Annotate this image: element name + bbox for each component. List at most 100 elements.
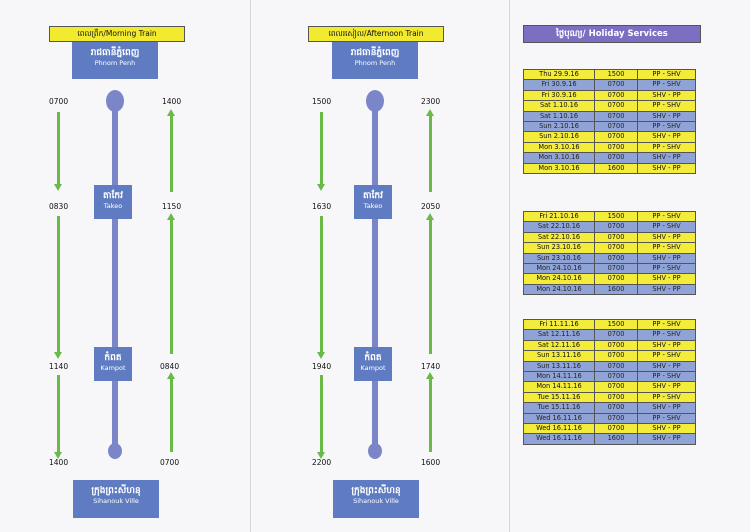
arrow-down	[317, 216, 325, 359]
time-cell: 0700	[594, 242, 638, 254]
arrow-up	[167, 213, 175, 354]
route-cell: SHV - PP	[637, 89, 696, 102]
date-cell: Fri 30.9.16	[523, 89, 595, 102]
time-cell: 0700	[594, 89, 638, 102]
time-cell: 0700	[594, 329, 638, 341]
date-cell: Sun 2.10.16	[523, 131, 595, 143]
time-cell: 1600	[594, 433, 638, 445]
station-name-km: កំពត	[364, 353, 382, 363]
date-cell: Fri 30.9.16	[523, 79, 595, 91]
time-down-phnom-penh: 1500	[312, 97, 332, 106]
date-cell: Sun 23.10.16	[523, 242, 595, 254]
arrow-down	[317, 375, 325, 459]
fold-line	[509, 0, 510, 532]
date-cell: Mon 14.11.16	[523, 381, 595, 393]
fold-line	[250, 0, 251, 532]
date-cell: Sat 22.10.16	[523, 231, 595, 244]
time-cell: 1600	[594, 162, 638, 175]
panel-morning	[0, 0, 250, 532]
date-cell: Wed 16.11.16	[523, 423, 595, 435]
station-name-en: Phnom Penh	[354, 59, 396, 67]
time-cell: 0700	[594, 152, 638, 164]
station-name-en: Sihanouk Ville	[353, 497, 399, 505]
afternoon-train-header: ពេលរសៀល/Afternoon Train	[308, 26, 444, 42]
time-cell: 1500	[594, 210, 638, 223]
date-cell: Sat 12.11.16	[523, 329, 595, 341]
arrow-up	[426, 213, 434, 354]
arrow-up	[426, 109, 434, 192]
rail-line	[112, 105, 118, 456]
station-name-km: រាជធានីភ្នំពេញ	[350, 48, 400, 58]
time-cell: 0700	[594, 273, 638, 285]
time-up-sihanouk: 0700	[160, 458, 180, 467]
time-cell: 0700	[594, 141, 638, 154]
morning-train-header: ពេលព្រឹក/Morning Train	[49, 26, 185, 42]
date-cell: Mon 3.10.16	[523, 162, 595, 175]
station-name-km: តាកែវ	[363, 191, 383, 201]
time-up-phnom-penh: 1400	[162, 97, 182, 106]
time-up-sihanouk: 1600	[421, 458, 441, 467]
time-up-phnom-penh: 2300	[421, 97, 441, 106]
time-cell: 0700	[594, 391, 638, 404]
date-cell: Sun 13.11.16	[523, 360, 595, 373]
holiday-services-header: ថ្ងៃបុណ្យ/ Holiday Services	[523, 25, 701, 43]
station-name-km: តាកែវ	[103, 191, 123, 201]
time-cell: 0700	[594, 339, 638, 352]
route-cell: PP - SHV	[637, 263, 696, 275]
date-cell: Sat 12.11.16	[523, 339, 595, 352]
time-cell: 0700	[594, 412, 638, 425]
station-sihanouk: ក្រុងព្រះសីហនុ Sihanouk Ville	[73, 480, 159, 518]
time-cell: 0700	[594, 131, 638, 143]
date-cell: Sat 1.10.16	[523, 110, 595, 123]
route-cell: PP - SHV	[637, 329, 696, 341]
station-kampot: កំពត Kampot	[94, 347, 132, 381]
route-cell: PP - SHV	[637, 100, 696, 112]
route-cell: PP - SHV	[637, 210, 696, 223]
route-cell: SHV - PP	[637, 152, 696, 164]
time-cell: 1500	[594, 68, 638, 81]
station-name-en: Kampot	[100, 364, 126, 372]
route-cell: SHV - PP	[637, 231, 696, 244]
time-down-kampot: 1140	[49, 362, 69, 371]
route-cell: PP - SHV	[637, 121, 696, 133]
time-cell: 1600	[594, 283, 638, 296]
arrow-down	[317, 112, 325, 191]
station-kampot: កំពត Kampot	[354, 347, 392, 381]
date-cell: Sun 2.10.16	[523, 121, 595, 133]
route-cell: PP - SHV	[637, 318, 696, 331]
route-cell: SHV - PP	[637, 162, 696, 175]
station-name-km: កំពត	[104, 353, 122, 363]
terminus-dot	[108, 443, 122, 459]
date-cell: Fri 11.11.16	[523, 318, 595, 331]
station-phnom-penh: រាជធានីភ្នំពេញ Phnom Penh	[72, 42, 158, 79]
date-cell: Tue 15.11.16	[523, 402, 595, 414]
route-cell: SHV - PP	[637, 252, 696, 265]
route-cell: SHV - PP	[637, 381, 696, 393]
time-cell: 0700	[594, 110, 638, 123]
route-cell: SHV - PP	[637, 273, 696, 285]
time-cell: 0700	[594, 360, 638, 373]
arrow-down	[54, 216, 62, 359]
rail-line	[372, 105, 378, 456]
time-cell: 0700	[594, 79, 638, 91]
date-cell: Fri 21.10.16	[523, 210, 595, 223]
